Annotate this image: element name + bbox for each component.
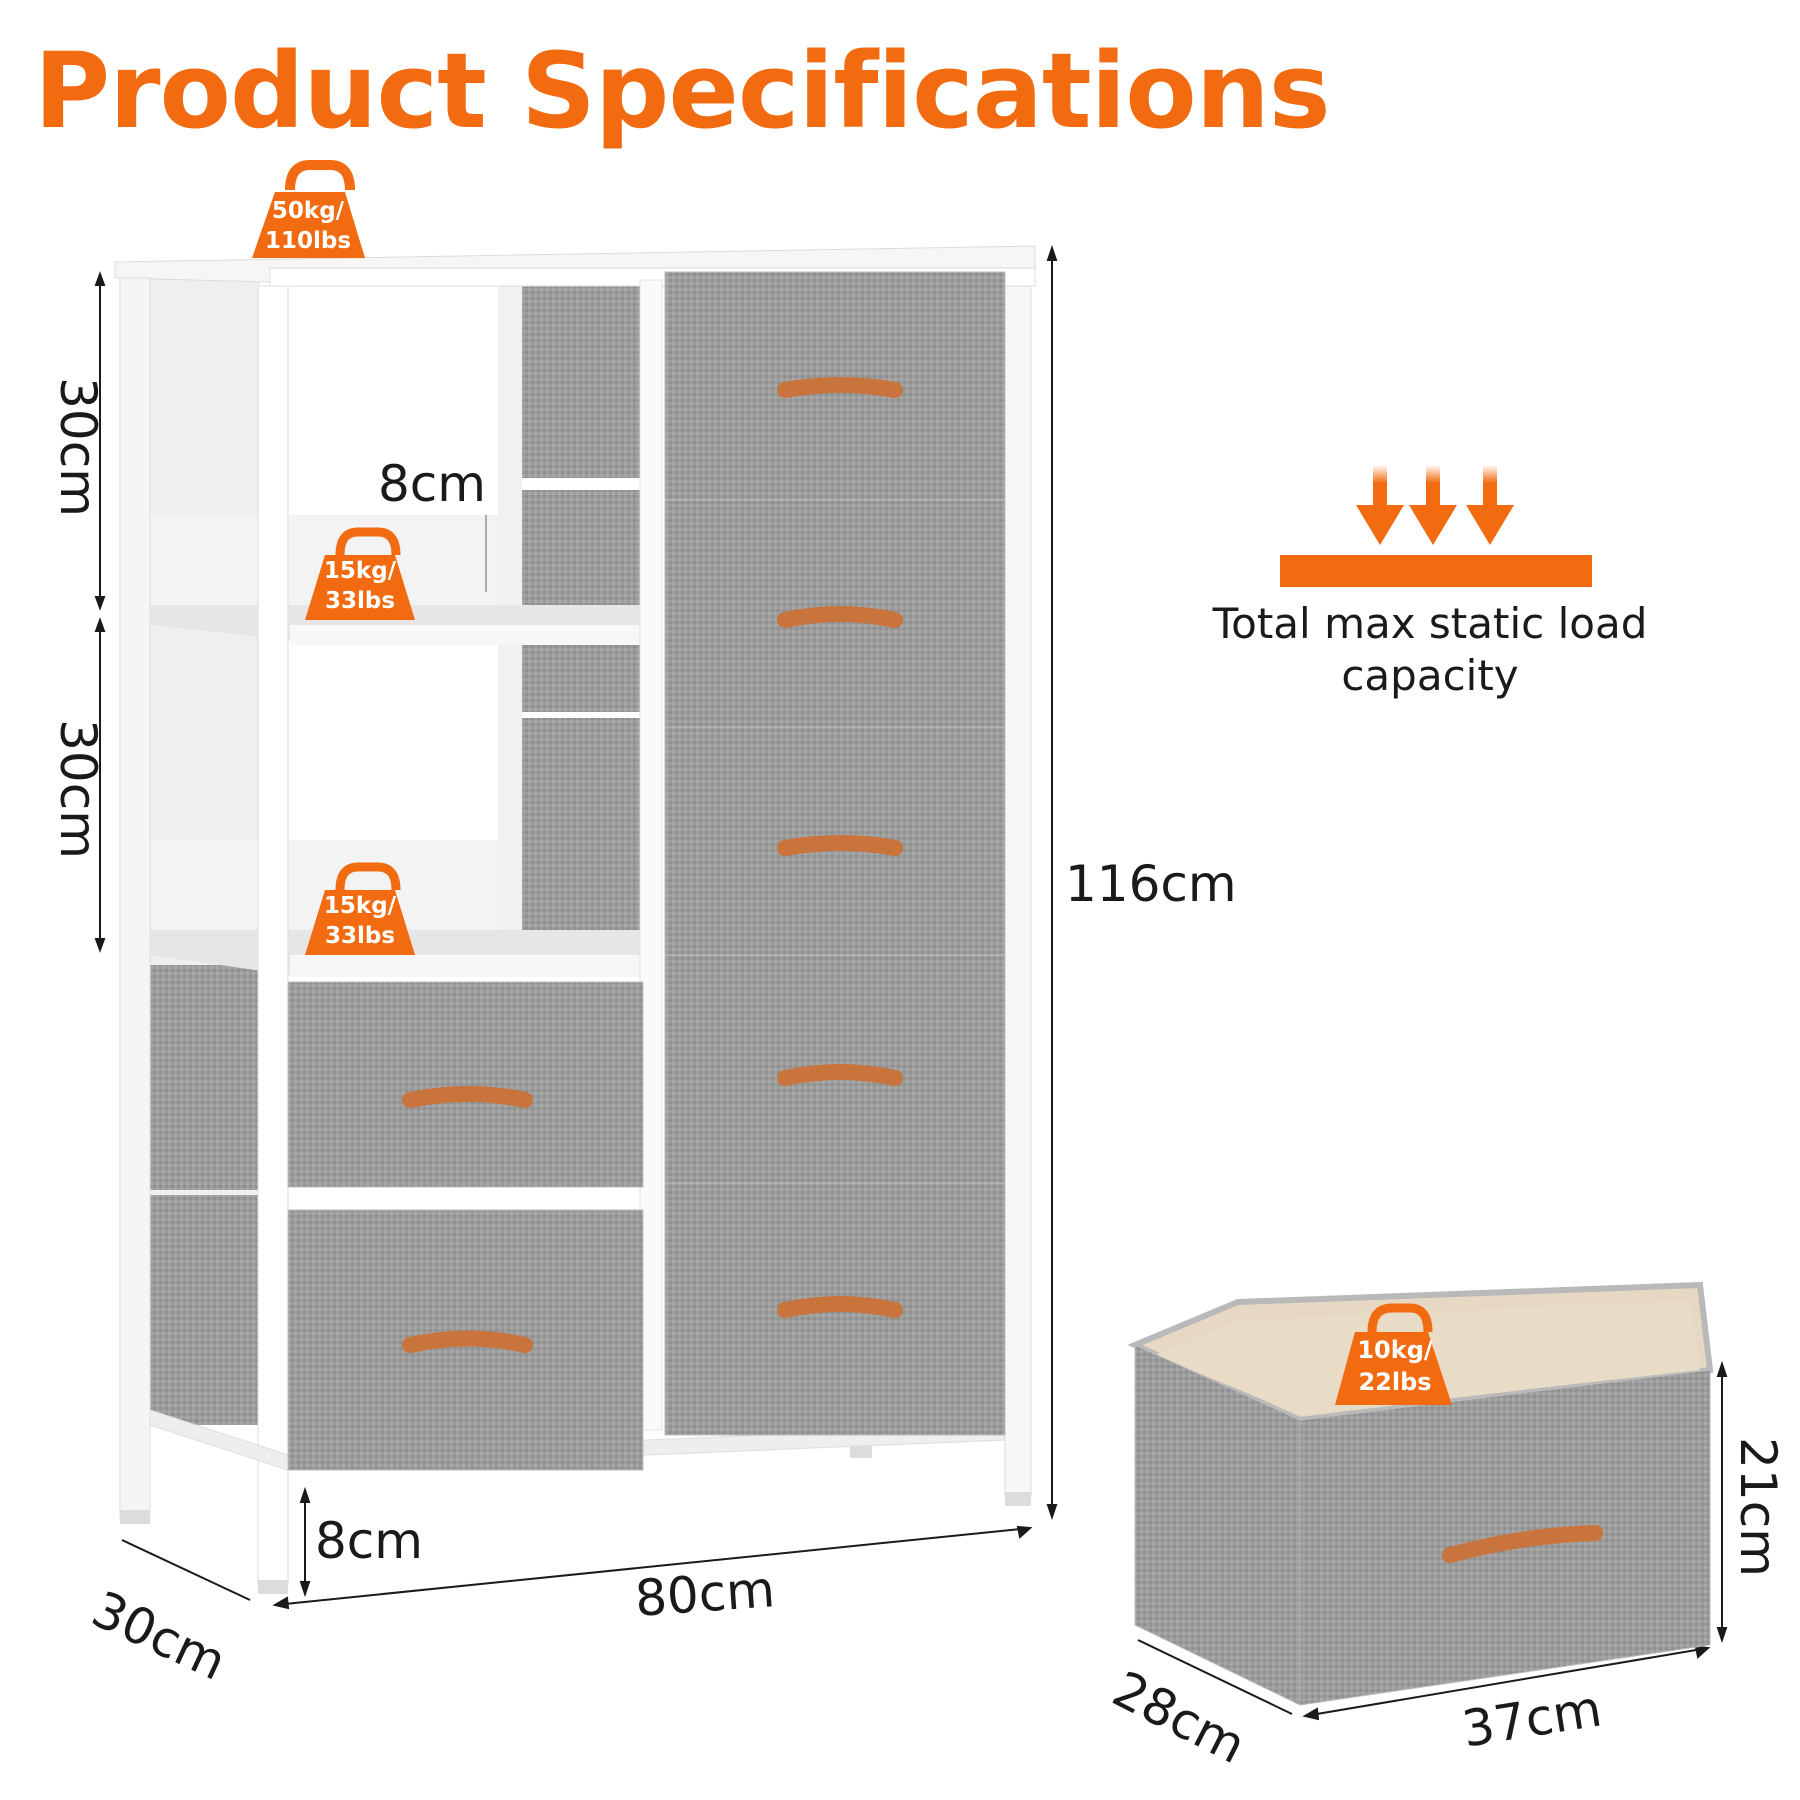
dim-section-lower: 30cm: [48, 719, 107, 859]
drawer-handle[interactable]: [777, 1064, 903, 1086]
drawer-handle[interactable]: [777, 377, 903, 398]
weight-badge-drawer: [1335, 1303, 1452, 1405]
drawer-handle[interactable]: [777, 606, 903, 628]
dim-drawer-height: 21cm: [1728, 1437, 1787, 1577]
badge-label-shelf-lower: 15kg/33lbs: [324, 893, 397, 949]
drawer-handle: [1442, 1525, 1603, 1563]
dimension-lines: [94, 244, 1728, 1721]
drawer-handle[interactable]: [777, 1296, 903, 1318]
fabric-drawer-box: [1127, 1281, 1714, 1706]
badge-label-shelf-upper: 15kg/33lbs: [324, 558, 397, 614]
drawer-right-5[interactable]: [664, 1182, 1006, 1436]
dim-shelf-rail: 8cm: [378, 455, 487, 513]
weight-badge-shelf-lower: [305, 862, 415, 955]
drawer-right-1[interactable]: [664, 271, 1006, 505]
dim-leg-height: 8cm: [315, 1512, 424, 1570]
drawer-handle[interactable]: [402, 1330, 533, 1353]
frame-post: [257, 285, 289, 1587]
drawer-right-4[interactable]: [664, 954, 1006, 1184]
dim-section-upper: 30cm: [48, 377, 107, 517]
side-panel: [150, 965, 260, 1190]
drawer-left-lower[interactable]: [287, 1209, 644, 1471]
drawer-handle[interactable]: [777, 835, 903, 856]
load-capacity-icon: [1280, 465, 1592, 587]
shelf-upper: [290, 625, 640, 645]
weight-badge-shelf-upper: [305, 527, 415, 620]
side-panel: [150, 1195, 260, 1425]
shelf-lower: [290, 955, 640, 977]
page-title: Product Specifications: [34, 30, 1331, 152]
dim-width: 80cm: [633, 1560, 777, 1628]
drawer-right-2[interactable]: [664, 499, 1006, 729]
badge-label-top: 50kg/110lbs: [265, 198, 351, 254]
drawer-right-3[interactable]: [664, 726, 1006, 956]
drawer-handle[interactable]: [402, 1086, 533, 1108]
weight-badge-top: [252, 160, 365, 258]
storage-cabinet: [114, 245, 1036, 1594]
frame-post: [1004, 285, 1032, 1497]
badge-label-drawer: 10kg/22lbs: [1357, 1336, 1433, 1396]
frame-post: [119, 277, 151, 1519]
drawer-left-upper[interactable]: [287, 981, 644, 1188]
load-capacity-caption: Total max static load capacity: [1212, 599, 1648, 700]
dim-total-height: 116cm: [1065, 855, 1237, 913]
